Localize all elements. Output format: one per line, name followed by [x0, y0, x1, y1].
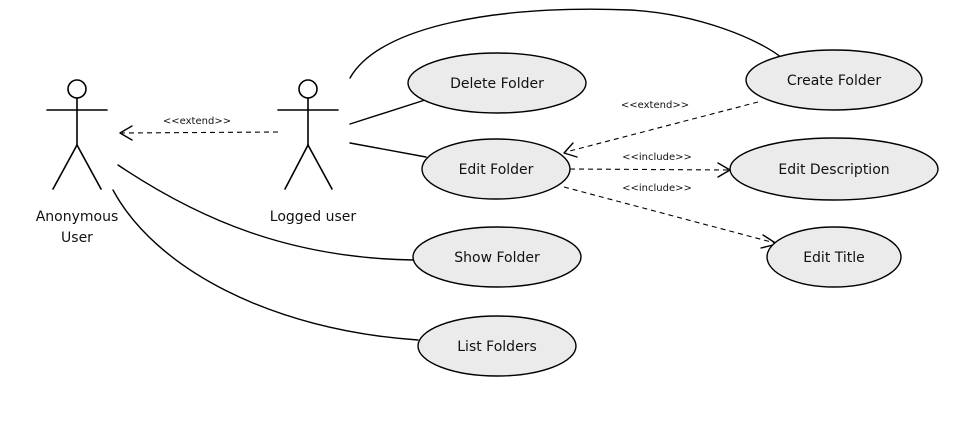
- association-logged-delete: [349, 99, 426, 125]
- usecase-list-folders[interactable]: List Folders: [417, 315, 577, 377]
- label-include-description: <<include>>: [622, 152, 692, 163]
- association-anonymous-show: [117, 164, 414, 261]
- label-include-title: <<include>>: [622, 183, 692, 194]
- usecase-edit-folder[interactable]: Edit Folder: [421, 138, 571, 200]
- actor-anonymous-user[interactable]: Anonymous User: [36, 79, 119, 246]
- extend-logged-to-anonymous: [119, 125, 279, 141]
- usecase-show-folder-label: Show Folder: [454, 250, 540, 266]
- association-logged-create: [349, 8, 783, 79]
- usecase-delete-folder[interactable]: Delete Folder: [407, 52, 587, 114]
- usecase-delete-folder-label: Delete Folder: [450, 76, 544, 92]
- usecase-create-folder[interactable]: Create Folder: [745, 49, 923, 111]
- usecase-show-folder[interactable]: Show Folder: [412, 226, 582, 288]
- include-edit-title: [563, 186, 778, 249]
- usecase-edit-folder-label: Edit Folder: [459, 162, 534, 178]
- include-edit-description: [569, 162, 731, 178]
- association-logged-edit: [349, 142, 427, 158]
- actor-anonymous-label-line1: Anonymous: [36, 209, 119, 225]
- extend-create-to-edit: [563, 101, 759, 158]
- usecase-edit-title-label: Edit Title: [803, 250, 865, 266]
- association-anonymous-list: [112, 189, 419, 341]
- usecase-create-folder-label: Create Folder: [787, 73, 881, 89]
- usecase-edit-description-label: Edit Description: [778, 162, 889, 178]
- actor-logged-user[interactable]: Logged user: [270, 79, 357, 225]
- usecase-edit-description[interactable]: Edit Description: [729, 137, 939, 201]
- label-extend-create: <<extend>>: [621, 100, 689, 111]
- actor-logged-label: Logged user: [270, 209, 357, 225]
- usecase-list-folders-label: List Folders: [457, 339, 536, 355]
- actor-anonymous-label-line2: User: [61, 230, 93, 246]
- label-extend-actor: <<extend>>: [163, 116, 231, 127]
- stick-figure-icon: [46, 79, 108, 190]
- usecase-edit-title[interactable]: Edit Title: [766, 226, 902, 288]
- stick-figure-icon: [277, 79, 339, 190]
